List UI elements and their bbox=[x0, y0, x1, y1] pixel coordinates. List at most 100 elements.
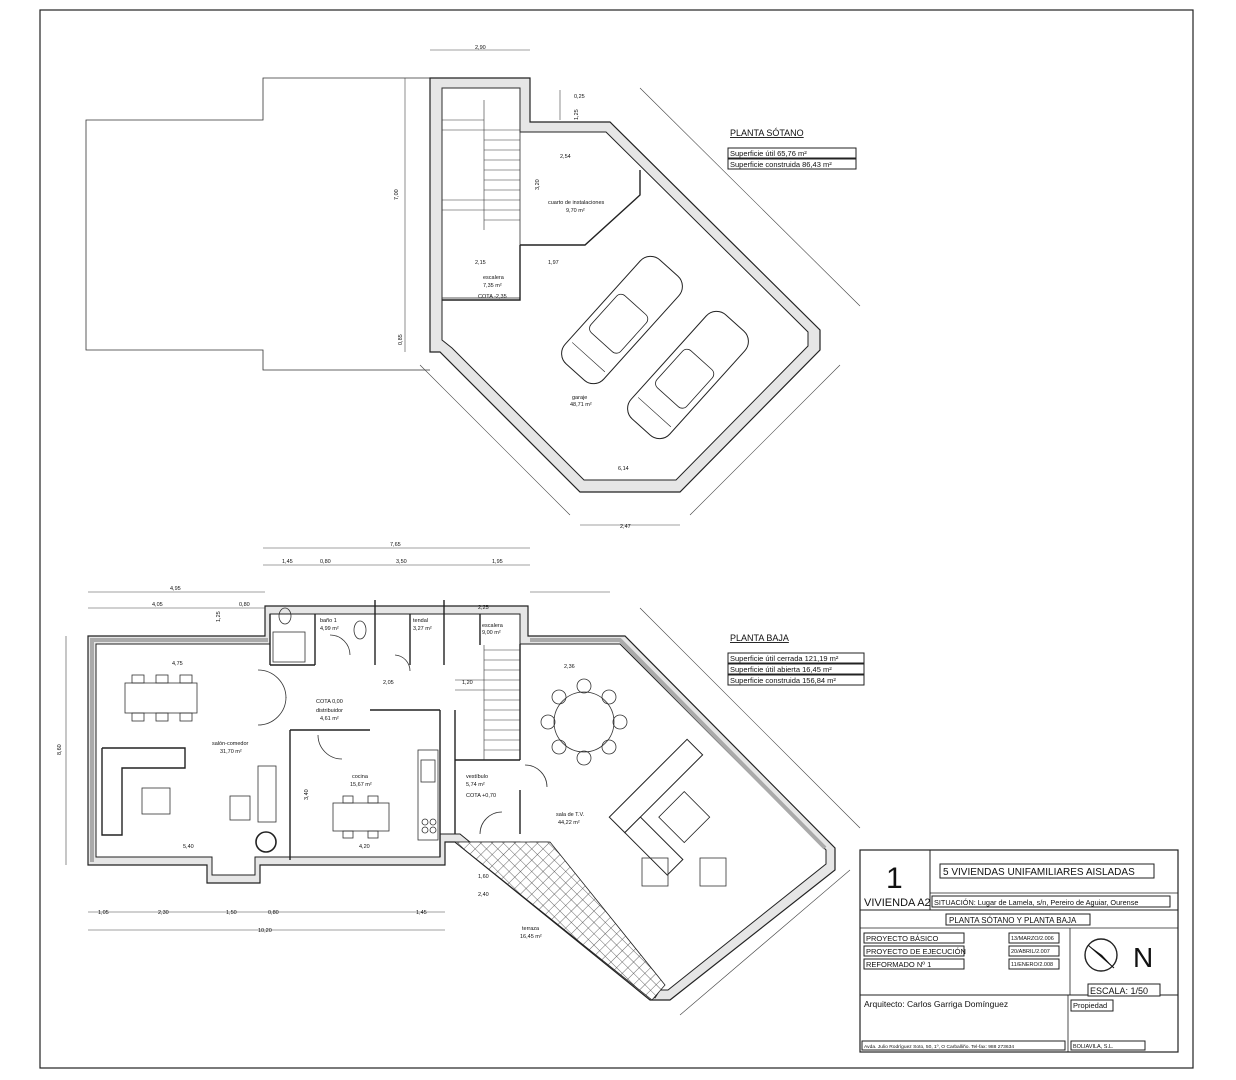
tb-escala-box bbox=[1087, 983, 1161, 997]
baja-dim-text: 7,65 bbox=[390, 542, 401, 548]
room-area-vestibulo: 5,74 m² bbox=[466, 782, 485, 788]
baja-stair-treads bbox=[455, 645, 520, 760]
kitchen-chair bbox=[342, 795, 354, 804]
baja-dim-text: 1,05 bbox=[98, 910, 109, 916]
hob-ring bbox=[421, 826, 429, 834]
room-area-instal: 9,70 m² bbox=[566, 208, 585, 214]
tb-situacion: SITUACIÓN: Lugar de Lamela, s/n, Pereiro… bbox=[934, 898, 1138, 907]
sotano-dim-text: 2,54 bbox=[560, 154, 571, 160]
sotano-dim-text: 0,25 bbox=[574, 94, 585, 100]
tb-empresa-box bbox=[1070, 1040, 1146, 1051]
shower-tray bbox=[272, 631, 306, 663]
tb-row-date: 20/ABRIL/2.007 bbox=[1011, 949, 1050, 955]
baja-dim-text: 8,60 bbox=[57, 744, 63, 755]
dining-chair bbox=[155, 674, 169, 684]
baja-dim-text: 4,95 bbox=[170, 586, 181, 592]
room-cota-vest: COTA +0,70 bbox=[466, 793, 496, 799]
room-area-distribuidor: 4,61 m² bbox=[320, 716, 339, 722]
baja-dim-text: 4,75 bbox=[172, 661, 183, 667]
baja-dim-lines bbox=[65, 547, 861, 1016]
tb-row-date: 11/ENERO/2.008 bbox=[1011, 962, 1053, 968]
room-label-salon: salón-comedor bbox=[212, 741, 249, 747]
sotano-const-box bbox=[727, 158, 857, 170]
room-label-bano: baño 1 bbox=[320, 618, 337, 624]
baja-util-cerrada-box bbox=[727, 652, 865, 664]
round-table-chairs bbox=[540, 678, 628, 766]
room-label-garaje: garaje bbox=[572, 395, 587, 401]
tb-project-box bbox=[939, 863, 1155, 879]
room-cota-dist: COTA 0,00 bbox=[316, 699, 343, 705]
room-label-instal: cuarto de instalaciones bbox=[548, 200, 605, 206]
room-label-escalera-s: escalera bbox=[483, 275, 505, 281]
room-label-cocina: cocina bbox=[352, 774, 369, 780]
sotano-util: Superficie útil 65,76 m² bbox=[730, 149, 807, 158]
room-area-tendal: 3,27 m² bbox=[413, 626, 432, 632]
baja-dim-text: 1,60 bbox=[478, 874, 489, 880]
tb-direccion: Avda. Julio Rodríguez Soto, 50, 1º, O Ca… bbox=[864, 1044, 1014, 1050]
sotano-dim-text: 0,85 bbox=[398, 334, 404, 345]
title-block: 1 VIVIENDA A2 5 VIVIENDAS UNIFAMILIARES … bbox=[859, 849, 1179, 1053]
baja-partitions bbox=[269, 600, 521, 860]
tb-row-box bbox=[863, 958, 965, 970]
baja-dim-text: 2,36 bbox=[564, 664, 575, 670]
baja-dim-text: 0,80 bbox=[239, 602, 250, 608]
escalera-partition bbox=[442, 245, 521, 301]
room-area-escalera-s: 7,35 m² bbox=[483, 283, 502, 289]
sotano-util-box bbox=[727, 147, 857, 159]
baja-dim-text: 3,50 bbox=[396, 559, 407, 565]
tb-propiedad-box bbox=[1070, 999, 1114, 1012]
tb-row-date: 13/MARZO/2.006 bbox=[1011, 936, 1054, 942]
room-area-escalera-b: 9,00 m² bbox=[482, 630, 501, 636]
room-area-cocina: 15,67 m² bbox=[350, 782, 372, 788]
tb-row-date-box bbox=[1008, 958, 1060, 970]
tb-row-box bbox=[863, 932, 965, 944]
terrain-outline bbox=[85, 77, 430, 371]
tb-plano: PLANTA SÓTANO Y PLANTA BAJA bbox=[949, 916, 1077, 925]
planta-sotano: 2,90 7,00 2,54 3,20 2,15 1,97 6,14 2,47 … bbox=[85, 45, 861, 530]
tb-row-box bbox=[863, 945, 965, 957]
sotano-title: PLANTA SÓTANO bbox=[730, 128, 804, 138]
tb-row-label: REFORMADO Nº 1 bbox=[866, 960, 931, 969]
room-area-bano: 4,99 m² bbox=[320, 626, 339, 632]
terraza-hatch-area bbox=[453, 841, 666, 1001]
baja-const-box bbox=[727, 674, 865, 686]
toilet bbox=[278, 607, 292, 625]
grey-wall bbox=[530, 638, 827, 850]
baja-dim-text: 1,45 bbox=[416, 910, 427, 916]
side-sofa bbox=[257, 765, 277, 823]
room-label-distribuidor: distribuidor bbox=[316, 708, 343, 714]
tb-escala: ESCALA: 1/50 bbox=[1090, 986, 1148, 996]
room-area-garaje: 48,71 m² bbox=[570, 402, 592, 408]
kitchen-chair bbox=[367, 795, 379, 804]
tb-arquitecto: Arquitecto: Carlos Garriga Domínguez bbox=[864, 999, 1008, 1009]
baja-dim-text: 5,40 bbox=[183, 844, 194, 850]
tb-plano-box bbox=[945, 913, 1091, 926]
sotano-dim-text: 7,00 bbox=[394, 189, 400, 200]
baja-dim-text: 3,40 bbox=[304, 789, 310, 800]
baja-dim-text: 2,05 bbox=[383, 680, 394, 686]
car-1 bbox=[561, 255, 683, 385]
baja-util-cerrada: Superficie útil cerrada 121,19 m² bbox=[730, 654, 839, 663]
sheet-border bbox=[39, 9, 1194, 1069]
room-label-terraza: terraza bbox=[522, 926, 540, 932]
hob-ring bbox=[421, 818, 429, 826]
sotano-dim-text: 2,90 bbox=[475, 45, 486, 51]
plant bbox=[255, 831, 277, 853]
baja-title: PLANTA BAJA bbox=[730, 633, 789, 643]
dining-chair bbox=[131, 712, 145, 722]
baja-dim-text: 0,80 bbox=[268, 910, 279, 916]
dining-chair bbox=[131, 674, 145, 684]
baja-dim-text: 0,80 bbox=[320, 559, 331, 565]
kitchen-chair bbox=[367, 830, 379, 839]
washbasin bbox=[353, 620, 367, 640]
sotano-dim-text: 6,14 bbox=[618, 466, 629, 472]
baja-inner-wall bbox=[95, 613, 827, 991]
sotano-dim-text: 1,97 bbox=[548, 260, 559, 266]
baja-dim-text: 4,20 bbox=[359, 844, 370, 850]
tb-number: 1 bbox=[886, 862, 903, 895]
coffee-table bbox=[141, 787, 171, 815]
baja-dim-text: 1,25 bbox=[216, 611, 222, 622]
sotano-dim-text: 2,47 bbox=[620, 524, 631, 530]
dining-chair bbox=[179, 712, 193, 722]
baja-dim-text: 2,30 bbox=[158, 910, 169, 916]
